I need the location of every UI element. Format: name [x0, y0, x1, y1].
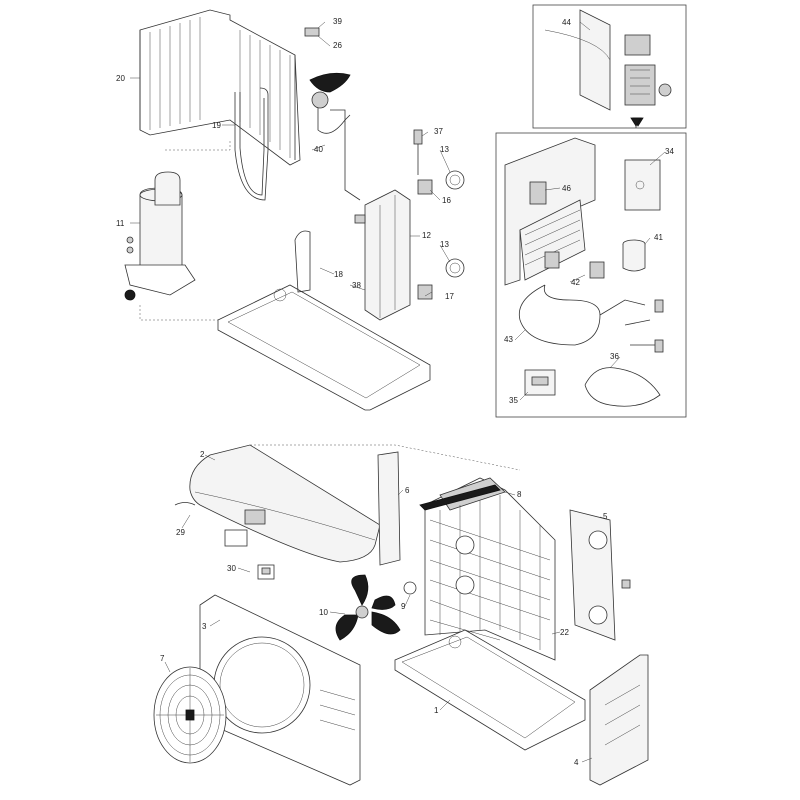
- callout-10: 10: [319, 608, 328, 617]
- callout-13-top: 13: [440, 145, 449, 154]
- callout-36: 36: [610, 352, 619, 361]
- fan-guard: [153, 666, 227, 764]
- callout-37: 37: [434, 127, 443, 136]
- callout-17: 17: [445, 292, 454, 301]
- callout-1: 1: [434, 706, 439, 715]
- callout-39: 39: [333, 17, 342, 26]
- electrical-box-inset: [532, 4, 687, 129]
- callout-22: 22: [560, 628, 569, 637]
- callout-29: 29: [176, 528, 185, 537]
- callout-labels: 20 39 26 19 40 37 13 16 11 12 13 18 38 1…: [116, 17, 674, 767]
- callout-34: 34: [665, 147, 674, 156]
- callout-9: 9: [401, 602, 406, 611]
- callout-40: 40: [314, 145, 323, 154]
- front-panel: [199, 594, 361, 786]
- compressor: [124, 171, 196, 301]
- callout-42: 42: [571, 278, 580, 287]
- callout-13-bottom: 13: [440, 240, 449, 249]
- base-tray-bottom: [394, 629, 586, 751]
- callout-41: 41: [654, 233, 663, 242]
- rear-grille-frame: [419, 477, 556, 661]
- callout-16: 16: [442, 196, 451, 205]
- callout-4: 4: [574, 758, 579, 767]
- control-panel-parts: [224, 529, 275, 580]
- leader-lines: [130, 21, 666, 763]
- callout-30: 30: [227, 564, 236, 573]
- callout-3: 3: [202, 622, 207, 631]
- callout-44: 44: [562, 18, 571, 27]
- electrical-parts-inset: [495, 132, 687, 418]
- callout-20: 20: [116, 74, 125, 83]
- callout-8: 8: [517, 490, 522, 499]
- callout-46: 46: [562, 184, 571, 193]
- front-side-panel: [589, 654, 649, 786]
- inset-pointer: [630, 117, 642, 128]
- callout-38: 38: [352, 281, 361, 290]
- water-connectors: [413, 129, 465, 300]
- callout-35: 35: [509, 396, 518, 405]
- callout-6: 6: [405, 486, 410, 495]
- valve-assembly: [304, 27, 361, 201]
- callout-18: 18: [334, 270, 343, 279]
- callout-26: 26: [333, 41, 342, 50]
- heat-exchanger: [354, 189, 411, 321]
- callout-5: 5: [603, 512, 608, 521]
- side-support-post: [377, 451, 401, 566]
- callout-12: 12: [422, 231, 431, 240]
- callout-2: 2: [200, 450, 205, 459]
- condenser-coil: [139, 9, 301, 166]
- callout-7: 7: [160, 654, 165, 663]
- base-tray-top: [139, 230, 431, 411]
- callout-19: 19: [212, 121, 221, 130]
- copper-piping: [165, 87, 269, 201]
- side-panel: [569, 509, 631, 641]
- fan-blade: [335, 574, 417, 641]
- callout-11: 11: [116, 219, 125, 228]
- callout-43: 43: [504, 335, 513, 344]
- top-cover: [174, 444, 521, 563]
